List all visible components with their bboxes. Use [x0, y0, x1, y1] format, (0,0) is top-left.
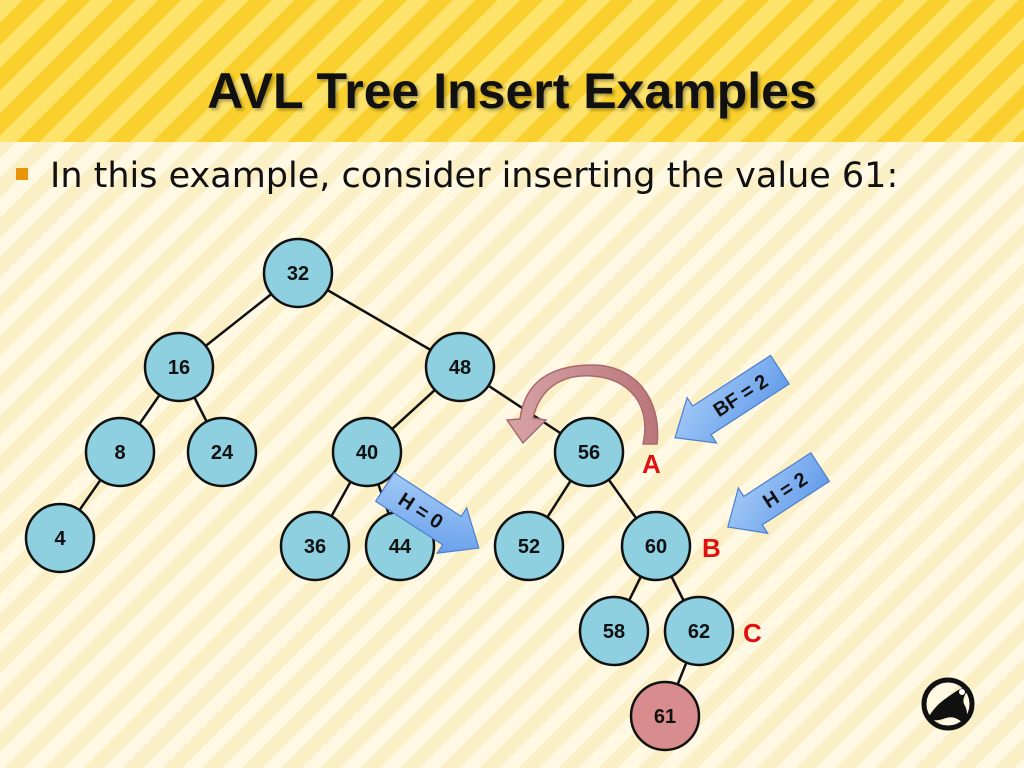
tree-node-label: 32 — [287, 263, 309, 285]
label-c: C — [743, 618, 762, 648]
tree-node-label: 56 — [578, 442, 600, 464]
tree-node-48: 48 — [424, 331, 496, 403]
tree-node-circle — [424, 331, 496, 403]
tree-node-58: 58 — [578, 595, 650, 667]
tree-node-label: 44 — [389, 536, 412, 558]
tree-node-circle — [84, 416, 156, 488]
tree-node-52: 52 — [493, 510, 565, 582]
tree-node-label: 8 — [114, 442, 125, 464]
tree-node-label: 24 — [211, 442, 234, 464]
bullet-square-icon — [16, 168, 28, 180]
tree-node-8: 8 — [84, 416, 156, 488]
tree-node-circle — [262, 237, 334, 309]
tree-node-circle — [578, 595, 650, 667]
tree-node-40: 40 — [331, 416, 403, 488]
tree-node-label: 40 — [356, 442, 378, 464]
tree-node-circle — [331, 416, 403, 488]
tree-node-label: 61 — [654, 706, 676, 728]
tree-node-61: 61 — [629, 680, 701, 752]
tree-node-16: 16 — [143, 331, 215, 403]
tree-nodes: 32 16 48 8 24 40 56 4 36 44 52 60 58 62 61 — [24, 237, 735, 752]
tree-node-label: 4 — [54, 528, 66, 550]
left-arrow-icon — [727, 451, 831, 535]
callout-bf: BF = 2 — [674, 354, 790, 444]
tree-node-56: 56 — [553, 416, 625, 488]
tree-node-label: 48 — [449, 357, 471, 379]
tree-node-label: 62 — [688, 621, 710, 643]
tree-node-circle — [186, 416, 258, 488]
tree-node-32: 32 — [262, 237, 334, 309]
rotation-arrow-icon — [505, 364, 659, 445]
tree-node-circle — [279, 510, 351, 582]
tree-node-circle — [553, 416, 625, 488]
tree-node-60: 60 — [620, 510, 692, 582]
right-arrow-icon — [374, 471, 480, 555]
tree-node-4: 4 — [24, 502, 96, 574]
label-a: A — [642, 449, 661, 479]
title-band — [0, 0, 1024, 142]
tree-node-36: 36 — [279, 510, 351, 582]
bullet-text: In this example, consider inserting the … — [50, 156, 899, 196]
tree-node-62: 62 — [663, 595, 735, 667]
tree-node-label: 16 — [168, 357, 190, 379]
slide-title: AVL Tree Insert Examples — [207, 63, 817, 119]
tree-node-circle — [620, 510, 692, 582]
left-arrow-icon — [674, 354, 790, 444]
tree-node-label: 36 — [304, 536, 326, 558]
callout-h2: H = 2 — [727, 451, 831, 535]
tree-node-label: 52 — [518, 536, 540, 558]
tree-node-24: 24 — [186, 416, 258, 488]
label-b: B — [702, 533, 721, 563]
tree-node-label: 60 — [645, 536, 667, 558]
tree-node-circle — [629, 680, 701, 752]
tree-node-label: 58 — [603, 621, 625, 643]
tree-node-circle — [493, 510, 565, 582]
tree-node-circle — [663, 595, 735, 667]
tree-node-circle — [24, 502, 96, 574]
tree-node-circle — [143, 331, 215, 403]
university-logo-icon — [921, 677, 975, 731]
